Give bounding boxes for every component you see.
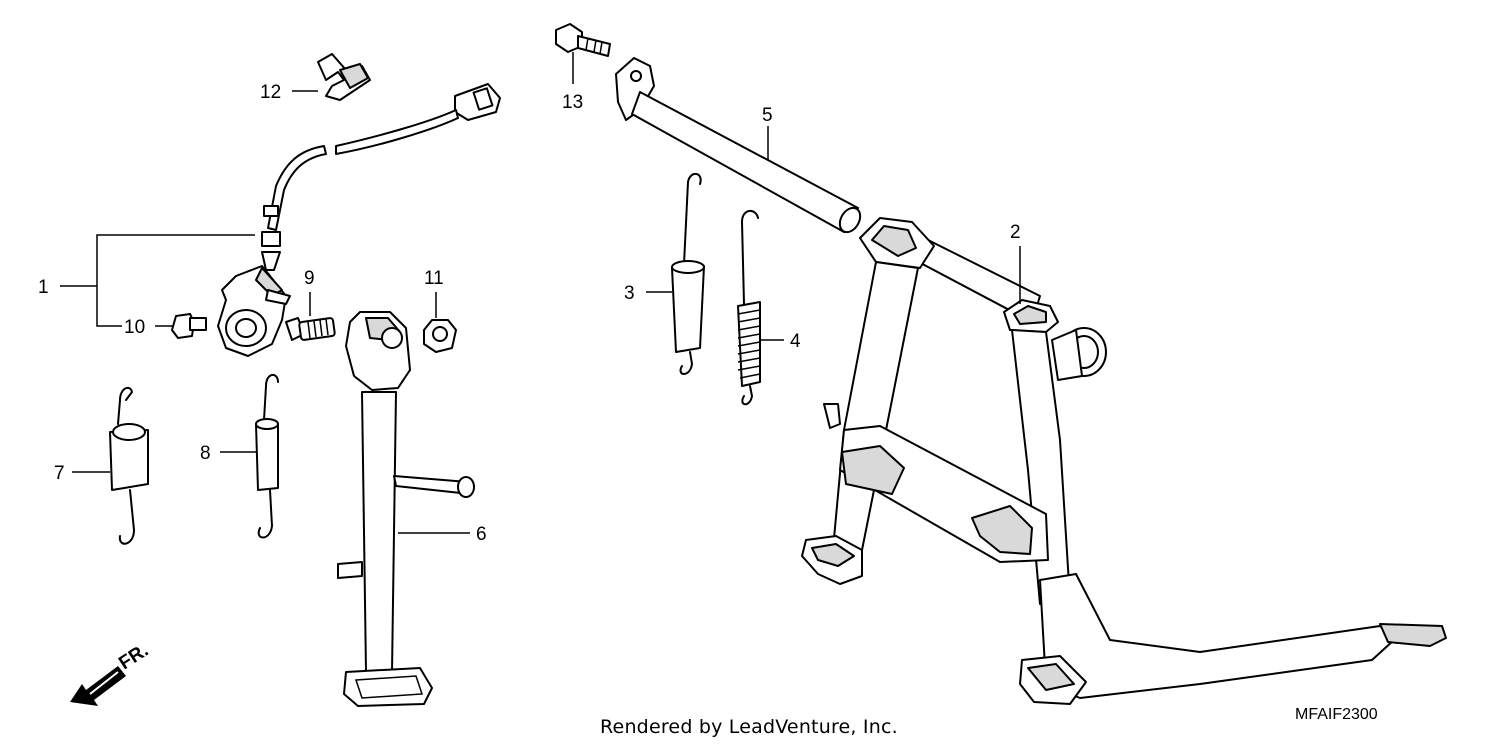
bolt-part-10[interactable] <box>171 313 207 339</box>
stand-shaft-part-5[interactable] <box>615 57 864 236</box>
wire-clamp-part-12[interactable] <box>317 53 371 101</box>
direction-label: FR. <box>115 640 152 674</box>
callout-6: 6 <box>476 524 487 545</box>
callout-3: 3 <box>624 283 635 304</box>
callout-12: 12 <box>260 82 281 103</box>
side-stand-part-6[interactable] <box>337 311 475 707</box>
callout-10: 10 <box>124 317 145 338</box>
callout-13: 13 <box>562 92 583 113</box>
spring-part-7[interactable] <box>109 386 149 545</box>
pivot-bolt-part-9[interactable] <box>285 317 336 341</box>
callout-1: 1 <box>38 277 49 298</box>
callout-5: 5 <box>762 105 773 126</box>
callout-9: 9 <box>304 268 315 289</box>
spring-part-8[interactable] <box>255 374 279 539</box>
render-credit: Rendered by LeadVenture, Inc. <box>600 716 898 738</box>
main-stand-part-2[interactable] <box>801 217 1447 705</box>
spring-part-4[interactable] <box>737 210 761 406</box>
front-direction-arrow-icon <box>70 666 126 706</box>
callout-2: 2 <box>1010 222 1021 243</box>
diagram-code: MFAIF2300 <box>1295 706 1378 723</box>
callout-11: 11 <box>424 268 444 289</box>
spring-part-3[interactable] <box>671 173 705 375</box>
side-stand-switch-part-1[interactable] <box>217 83 501 357</box>
callout-7: 7 <box>54 463 65 484</box>
callout-4: 4 <box>790 331 801 352</box>
nut-part-11[interactable] <box>423 319 457 353</box>
callout-8: 8 <box>200 443 211 464</box>
bolt-part-13[interactable] <box>555 23 611 57</box>
